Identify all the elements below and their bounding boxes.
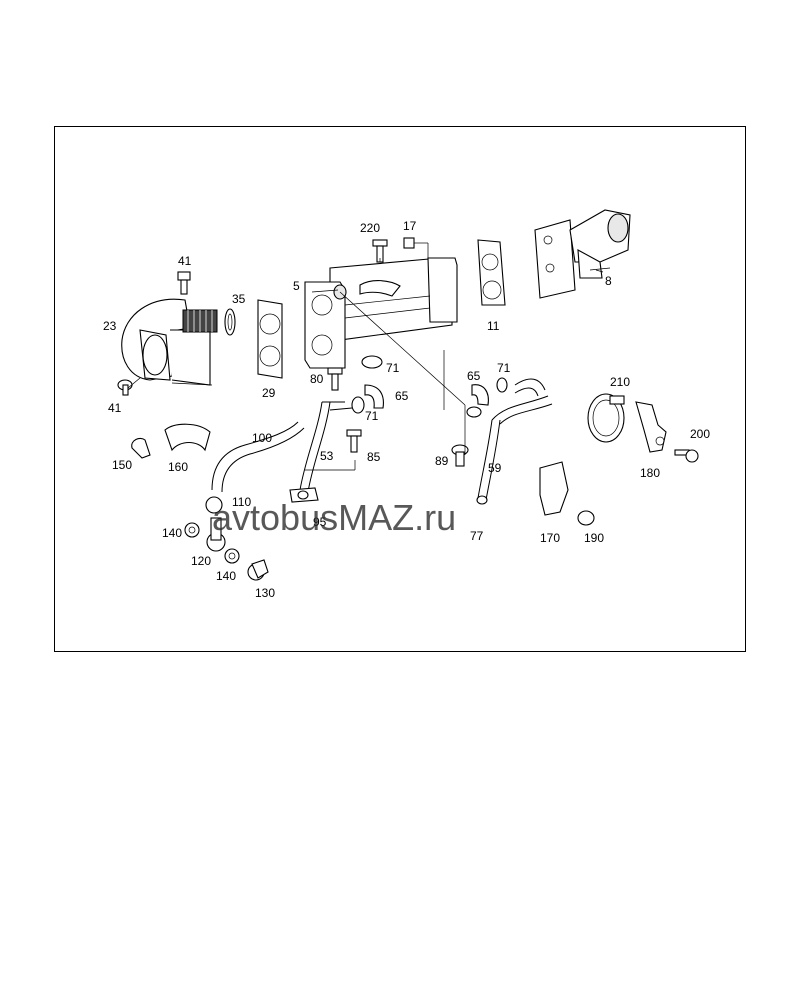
part-89-bolt — [451, 444, 469, 467]
part-labels: 220 17 41 5 35 23 29 11 8 80 71 65 71 65… — [103, 219, 710, 600]
label-59: 59 — [488, 461, 502, 475]
label-71-right: 71 — [497, 361, 511, 375]
label-130: 130 — [255, 586, 275, 600]
label-89: 89 — [435, 454, 449, 468]
part-85-bolt — [346, 429, 362, 453]
label-100: 100 — [252, 431, 272, 445]
label-110: 110 — [232, 495, 251, 509]
diagram-frame — [54, 126, 746, 652]
part-160-clamp — [164, 423, 211, 452]
watermark: avtobusMAZ.ru — [212, 497, 456, 538]
label-8: 8 — [605, 274, 612, 288]
part-140-washer-left — [184, 522, 200, 538]
part-210-hose-clamp — [587, 393, 625, 443]
part-140-washer-right — [224, 548, 240, 564]
part-71-clip-mid — [466, 406, 482, 418]
label-71-left: 71 — [365, 409, 379, 423]
label-41-top: 41 — [178, 254, 192, 268]
part-29-gasket — [257, 299, 283, 379]
part-120-banjo — [206, 517, 226, 552]
part-71-clip-right — [496, 377, 508, 393]
label-65-left: 65 — [395, 389, 409, 403]
label-71-top: 71 — [386, 361, 400, 375]
label-190: 190 — [584, 531, 604, 545]
label-150: 150 — [112, 458, 132, 472]
leader-lines — [305, 258, 604, 471]
label-53: 53 — [320, 449, 334, 463]
label-210: 210 — [610, 375, 630, 389]
part-23-elbow-pipe — [121, 298, 213, 386]
label-41-bottom: 41 — [108, 401, 122, 415]
label-17: 17 — [403, 219, 417, 233]
label-120: 120 — [191, 554, 211, 568]
label-170: 170 — [540, 531, 560, 545]
part-180-bracket — [635, 401, 667, 453]
label-140-right: 140 — [216, 569, 236, 583]
part-100-hose — [211, 421, 305, 493]
part-95-fitting — [297, 490, 309, 500]
label-85: 85 — [367, 450, 381, 464]
label-95: 95 — [313, 515, 327, 529]
part-65-elbow-left — [364, 384, 384, 409]
part-150-clip — [131, 437, 151, 459]
label-200: 200 — [690, 427, 710, 441]
label-180: 180 — [640, 466, 660, 480]
label-23: 23 — [103, 319, 117, 333]
label-220: 220 — [360, 221, 380, 235]
part-77-seal — [476, 495, 488, 505]
part-41-bolt-top — [177, 271, 191, 295]
label-65-right: 65 — [467, 369, 481, 383]
part-190-nut — [577, 510, 595, 526]
part-8-egr-valve — [534, 209, 631, 299]
part-130-bolt — [247, 559, 269, 581]
part-59-coolant-pipe — [477, 378, 553, 501]
part-200-bolt — [674, 449, 699, 463]
label-5: 5 — [293, 279, 300, 293]
part-17-nut — [403, 237, 429, 258]
part-80-bolt — [327, 367, 343, 391]
label-80: 80 — [310, 372, 324, 386]
part-110-fitting — [205, 496, 223, 514]
label-160: 160 — [168, 460, 188, 474]
part-11-gasket — [477, 239, 506, 306]
label-11: 11 — [487, 319, 500, 333]
part-41-bolt-bottom — [117, 377, 141, 396]
part-71-clip-top — [361, 355, 383, 369]
part-5-egr-cooler — [304, 257, 458, 369]
label-77: 77 — [470, 529, 484, 543]
label-29: 29 — [262, 386, 276, 400]
part-65-elbow-right — [471, 384, 489, 406]
part-170-shield — [539, 461, 569, 516]
label-35: 35 — [232, 292, 246, 306]
part-71-clip-left — [351, 396, 365, 414]
label-140-left: 140 — [162, 526, 182, 540]
flex-bellows — [182, 309, 218, 333]
part-35-ring — [224, 308, 236, 336]
